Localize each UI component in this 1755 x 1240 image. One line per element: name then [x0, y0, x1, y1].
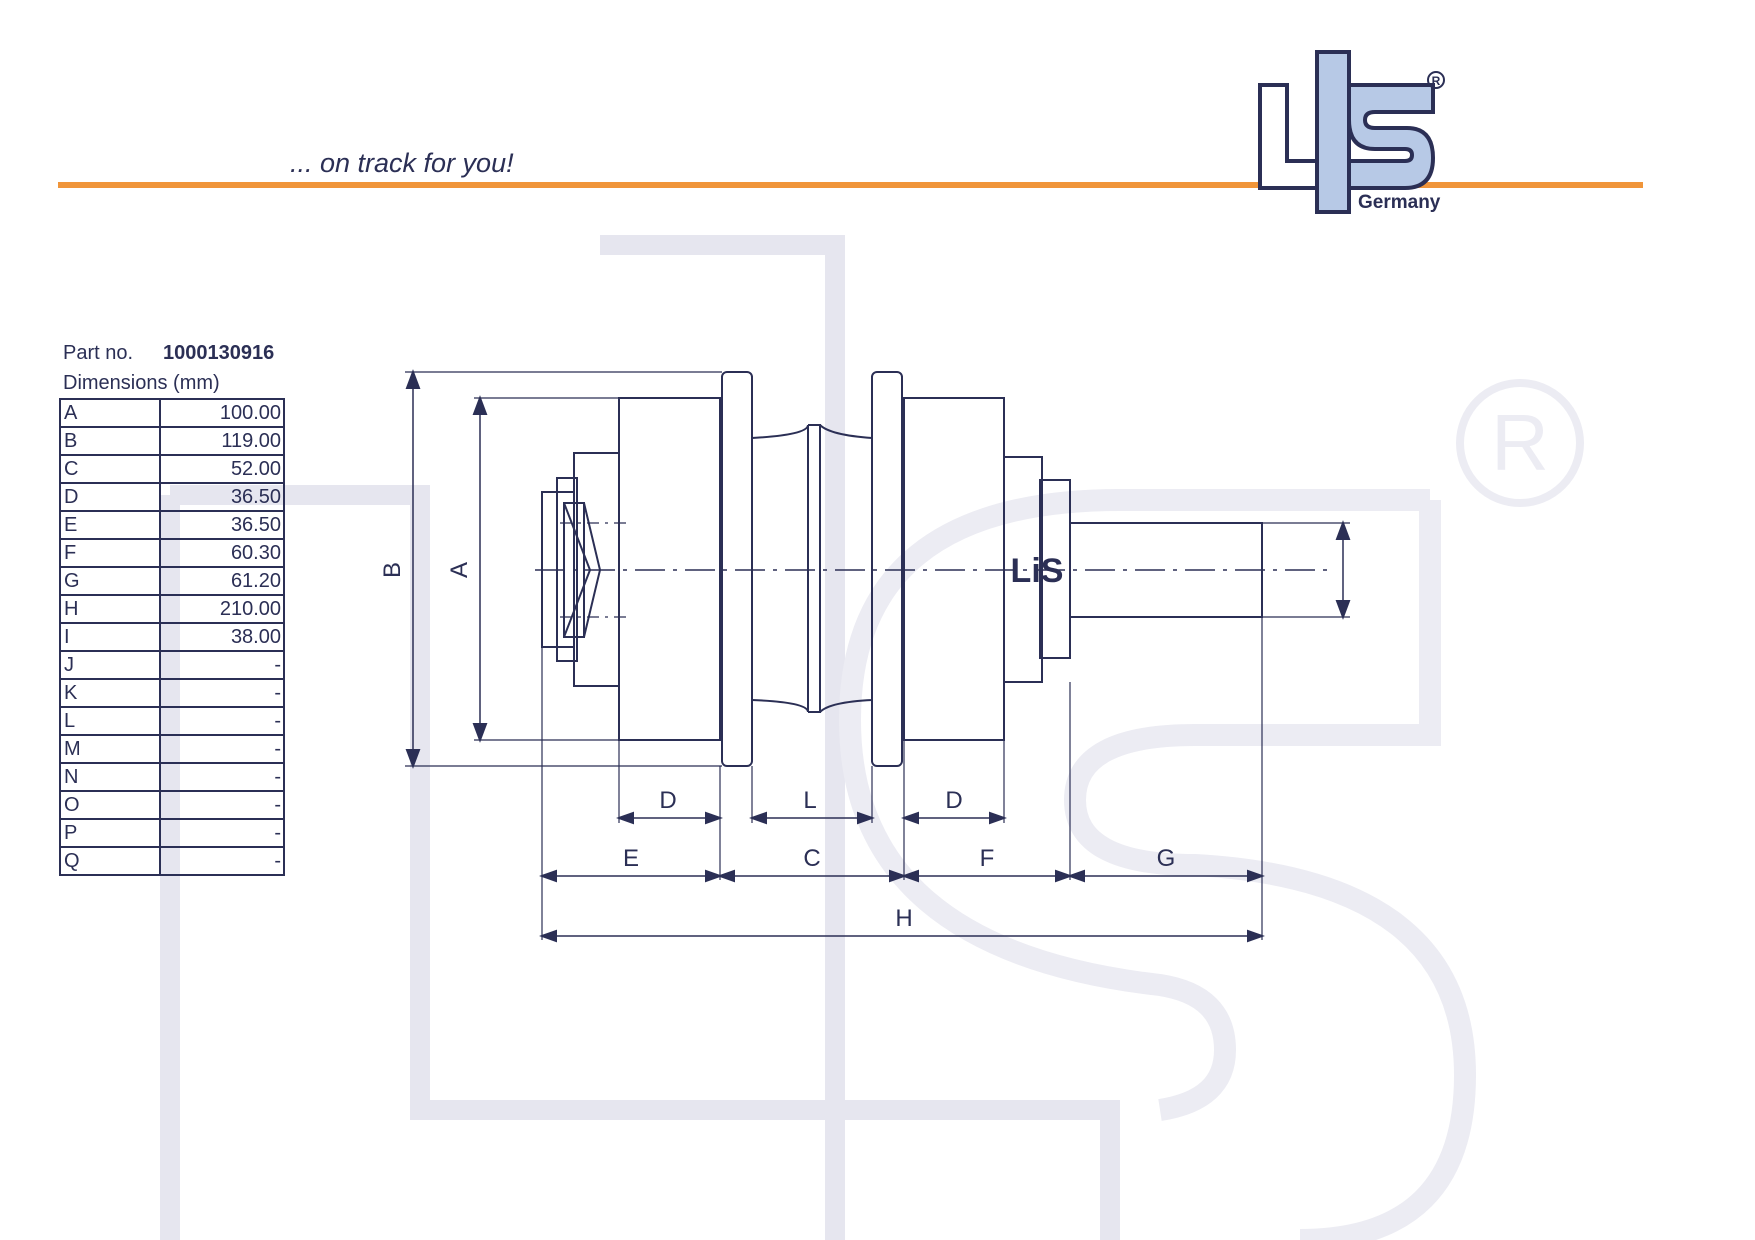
table-row: N-	[59, 762, 285, 792]
table-row: P-	[59, 818, 285, 848]
registered-icon	[1427, 71, 1445, 89]
dimension-key: M	[59, 734, 161, 764]
dimension-key: D	[59, 482, 161, 512]
dim-label-a: A	[446, 562, 473, 578]
dimension-key: O	[59, 790, 161, 820]
dim-label-b: B	[379, 562, 406, 578]
dimension-value: 52.00	[159, 454, 285, 484]
dimension-key: G	[59, 566, 161, 596]
table-row: O-	[59, 790, 285, 820]
dimension-key: N	[59, 762, 161, 792]
dimension-key: A	[59, 398, 161, 428]
svg-text:R: R	[1432, 74, 1441, 88]
dimension-key: F	[59, 538, 161, 568]
dim-label-c: C	[803, 845, 820, 872]
dimension-value: 119.00	[159, 426, 285, 456]
part-number-label: Part no.	[63, 342, 134, 364]
dimension-value: 100.00	[159, 398, 285, 428]
table-row: Q-	[59, 846, 285, 876]
dim-label-h: H	[895, 905, 912, 932]
dimension-key: K	[59, 678, 161, 708]
dim-label-l: L	[803, 787, 816, 814]
table-row: J-	[59, 650, 285, 680]
table-row: M-	[59, 734, 285, 764]
registered-watermark-icon	[1456, 379, 1584, 507]
dimension-key: H	[59, 594, 161, 624]
dimension-value: -	[159, 650, 285, 680]
dimension-value: 36.50	[159, 510, 285, 540]
dim-label-d-left: D	[659, 787, 676, 814]
dim-label-g: G	[1157, 845, 1176, 872]
dimension-key: E	[59, 510, 161, 540]
dimension-value: -	[159, 818, 285, 848]
hub-stamp: LiS	[1011, 552, 1064, 590]
dimension-key: P	[59, 818, 161, 848]
dimensions-title: Dimensions (mm)	[63, 372, 220, 394]
dimension-value: -	[159, 706, 285, 736]
lis-logo-icon: R	[1258, 50, 1445, 214]
dimension-value: -	[159, 734, 285, 764]
svg-text:R: R	[1491, 398, 1549, 487]
dim-label-e: E	[623, 845, 639, 872]
dimension-value: -	[159, 790, 285, 820]
table-row: L-	[59, 706, 285, 736]
dimension-value: 60.30	[159, 538, 285, 568]
dim-label-f: F	[980, 845, 995, 872]
table-row: K-	[59, 678, 285, 708]
dimension-value: -	[159, 762, 285, 792]
dimension-key: B	[59, 426, 161, 456]
dimension-key: J	[59, 650, 161, 680]
part-number-value: 1000130916	[163, 342, 275, 364]
dimension-value: 210.00	[159, 594, 285, 624]
part-number-row: Part no. 1000130916	[63, 342, 274, 365]
dimension-value: 38.00	[159, 622, 285, 652]
dimension-key: C	[59, 454, 161, 484]
header-divider	[58, 182, 1643, 188]
slogan: ... on track for you!	[290, 148, 514, 178]
dimension-key: I	[59, 622, 161, 652]
dimension-value: 36.50	[159, 482, 285, 512]
dimension-key: Q	[59, 846, 161, 876]
dimension-value: -	[159, 846, 285, 876]
dimension-key: L	[59, 706, 161, 736]
dimension-value: -	[159, 678, 285, 708]
dim-label-d-right: D	[945, 787, 962, 814]
dimension-value: 61.20	[159, 566, 285, 596]
logo-subtitle: Germany	[1358, 192, 1441, 213]
